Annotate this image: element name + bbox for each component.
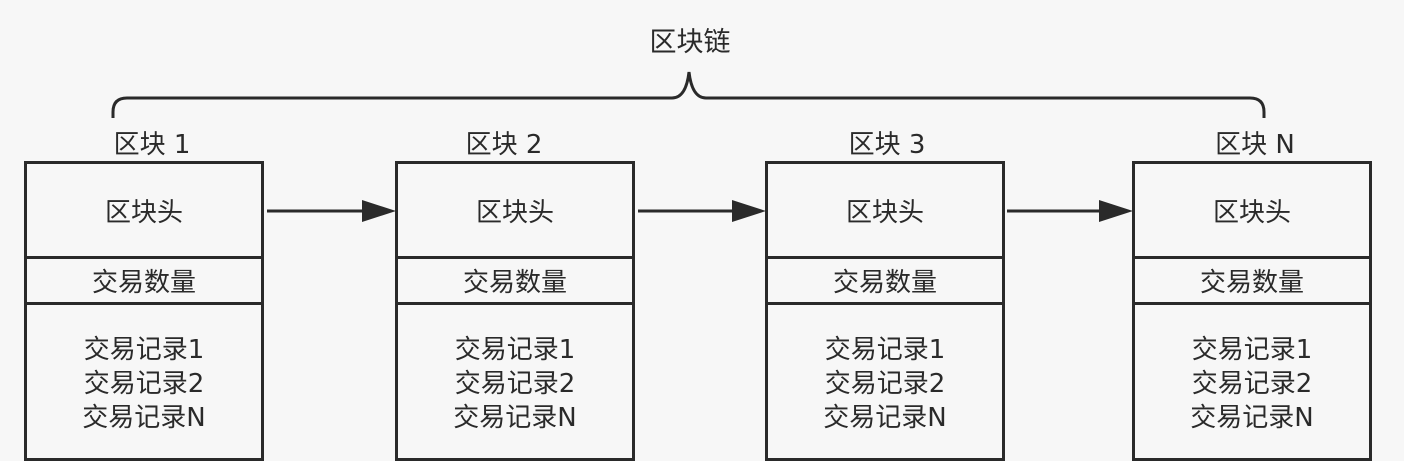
transaction-records: 交易记录1 交易记录2 交易记录N: [398, 305, 632, 435]
diagram-title: 区块链: [649, 27, 731, 58]
transaction-record: 交易记录2: [824, 369, 946, 399]
transaction-record: 交易记录1: [1191, 335, 1313, 365]
transaction-records: 交易记录1 交易记录2 交易记录N: [1135, 305, 1369, 435]
transaction-records: 交易记录1 交易记录2 交易记录N: [768, 305, 1002, 435]
arrow-block2-to-block3: [638, 200, 766, 222]
chain-brace: [111, 71, 1266, 118]
block-2: 区块头 交易数量 交易记录1 交易记录2 交易记录N: [395, 161, 635, 461]
block-n: 区块头 交易数量 交易记录1 交易记录2 交易记录N: [1132, 161, 1372, 461]
transaction-record: 交易记录N: [1190, 403, 1314, 433]
block-label: 区块 1: [113, 130, 191, 160]
block-label: 区块 N: [1215, 130, 1295, 160]
block-header: 区块头: [768, 164, 1002, 259]
transaction-record: 交易记录N: [823, 403, 947, 433]
block-1: 区块头 交易数量 交易记录1 交易记录2 交易记录N: [24, 161, 264, 461]
block-header: 区块头: [27, 164, 261, 259]
transaction-record: 交易记录2: [1191, 369, 1313, 399]
transaction-record: 交易记录N: [453, 403, 577, 433]
arrow-block1-to-block2: [267, 200, 396, 222]
transaction-record: 交易记录1: [454, 335, 576, 365]
connectors-layer: [111, 71, 1266, 222]
transaction-records: 交易记录1 交易记录2 交易记录N: [27, 305, 261, 435]
transaction-count: 交易数量: [1135, 259, 1369, 305]
block-label: 区块 2: [465, 130, 543, 160]
transaction-record: 交易记录1: [824, 335, 946, 365]
transaction-record: 交易记录N: [82, 403, 206, 433]
block-header: 区块头: [1135, 164, 1369, 259]
arrow-block3-to-blockN: [1007, 200, 1133, 222]
transaction-record: 交易记录2: [454, 369, 576, 399]
transaction-count: 交易数量: [27, 259, 261, 305]
block-label: 区块 3: [848, 130, 926, 160]
transaction-count: 交易数量: [398, 259, 632, 305]
blockchain-diagram: 区块链 区块 1 区块头 交易数量 交易记录1 交易记录2 交易记录N 区块 2…: [24, 27, 1372, 461]
block-3: 区块头 交易数量 交易记录1 交易记录2 交易记录N: [765, 161, 1005, 461]
transaction-record: 交易记录2: [83, 369, 205, 399]
block-header: 区块头: [398, 164, 632, 259]
transaction-count: 交易数量: [768, 259, 1002, 305]
transaction-record: 交易记录1: [83, 335, 205, 365]
